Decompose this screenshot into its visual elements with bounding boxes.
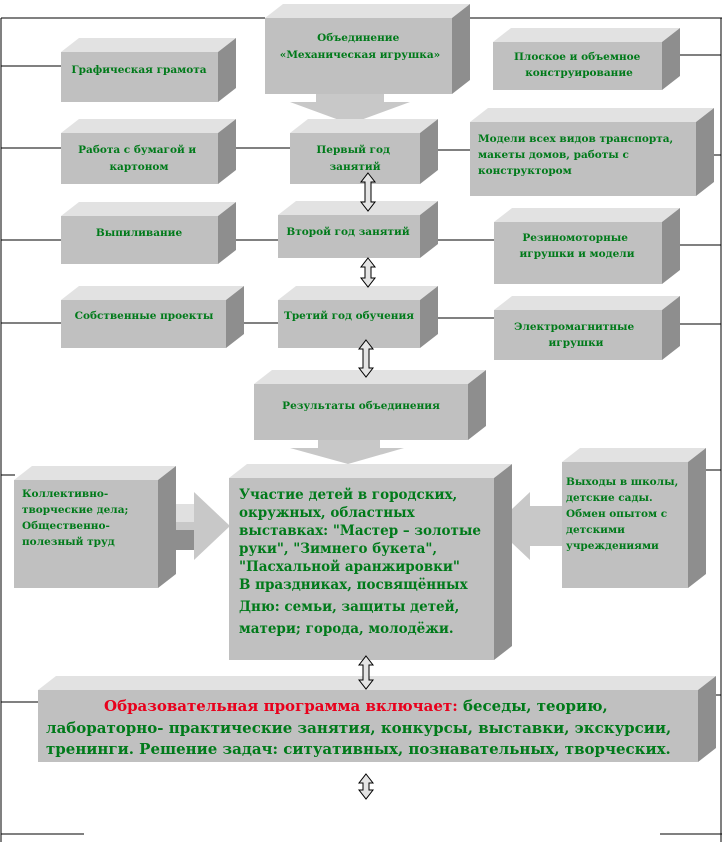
label-right2: Модели всех видов транспорта, макеты дом… bbox=[478, 133, 677, 177]
label-top-line: Объединение bbox=[317, 32, 400, 44]
label-collective-line: творческие дела; bbox=[22, 504, 128, 516]
label-right3-line: Резиномоторные bbox=[522, 232, 628, 244]
down-arrow-top bbox=[290, 94, 410, 124]
label-right2-line: конструктором bbox=[478, 165, 572, 177]
label-left4: Собственные проекты bbox=[75, 310, 214, 322]
label-bottom-prefix: Образовательная программа включает: bbox=[104, 697, 458, 715]
label-bottom-line1: беседы, теорию, bbox=[458, 697, 608, 715]
label-right3: Резиномоторные игрушки и модели bbox=[519, 232, 634, 260]
label-center: Участие детей в городских, окружных, обл… bbox=[239, 487, 486, 637]
label-collective-line: полезный труд bbox=[22, 536, 115, 548]
double-arrow-1 bbox=[359, 172, 377, 212]
down-arrow-results bbox=[290, 440, 404, 464]
label-right4-line: игрушки bbox=[549, 337, 604, 349]
double-arrow-4 bbox=[357, 655, 375, 690]
double-arrow-2 bbox=[359, 257, 377, 288]
label-year3: Третий год обучения bbox=[284, 310, 414, 322]
label-right3-line: игрушки и модели bbox=[519, 248, 634, 260]
label-center-line: Дню: семьи, защиты детей, bbox=[239, 599, 459, 615]
box-right2 bbox=[470, 108, 714, 196]
label-center-line: Участие детей в городских, bbox=[239, 487, 457, 503]
box-left4 bbox=[61, 286, 244, 348]
label-bottom: Образовательная программа включает: бесе… bbox=[46, 697, 677, 758]
label-left2-line: картоном bbox=[109, 161, 168, 173]
label-bottom-line2: лабораторно- практические занятия, конку… bbox=[46, 719, 671, 737]
box-bottom bbox=[38, 676, 716, 762]
label-right4: Электромагнитные игрушки bbox=[514, 321, 638, 349]
label-top: Объединение «Механическая игрушка» bbox=[280, 32, 440, 61]
label-top-line: «Механическая игрушка» bbox=[280, 49, 440, 61]
box-left3 bbox=[61, 202, 236, 264]
double-arrow-5 bbox=[357, 773, 375, 800]
box-results bbox=[254, 370, 486, 440]
box-schools bbox=[562, 448, 706, 588]
label-schools-line: учреждениями bbox=[566, 540, 659, 552]
arrow-left-into-center bbox=[494, 492, 562, 560]
label-right2-line: Модели всех видов транспорта, bbox=[478, 133, 673, 145]
label-schools-line: детскими bbox=[566, 524, 625, 536]
label-left3: Выпиливание bbox=[96, 227, 183, 239]
label-center-line: матери; города, молодёжи. bbox=[239, 621, 454, 637]
label-year2: Второй год занятий bbox=[286, 226, 410, 238]
label-left1: Графическая грамота bbox=[71, 64, 206, 76]
box-right1 bbox=[493, 28, 680, 90]
label-schools-line: детские сады. bbox=[566, 492, 653, 504]
box-year2 bbox=[278, 201, 438, 258]
frame-lines bbox=[0, 17, 722, 842]
label-collective-line: Общественно- bbox=[22, 520, 110, 532]
label-schools-line: Выходы в школы, bbox=[566, 476, 678, 488]
label-schools: Выходы в школы, детские сады. Обмен опыт… bbox=[566, 476, 682, 552]
label-right1-line: конструирование bbox=[525, 67, 633, 79]
label-center-line: руки", "Зимнего букета", bbox=[239, 541, 437, 557]
label-left1-line: Графическая грамота bbox=[71, 64, 206, 76]
label-left4-line: Собственные проекты bbox=[75, 310, 214, 322]
label-schools-line: Обмен опытом с bbox=[566, 508, 667, 520]
label-center-line: окружных, областных bbox=[239, 505, 416, 521]
label-year1-line: занятий bbox=[329, 161, 380, 173]
double-arrow-3 bbox=[357, 339, 375, 378]
box-top bbox=[265, 4, 470, 94]
box-right4 bbox=[494, 296, 680, 360]
label-results: Результаты объединения bbox=[282, 400, 440, 412]
box-collective bbox=[14, 466, 176, 588]
label-center-line: В праздниках, посвящённых bbox=[239, 577, 469, 593]
label-bottom-line3: тренинги. Решение задач: ситуативных, по… bbox=[46, 740, 671, 758]
label-year1-line: Первый год bbox=[316, 144, 390, 156]
label-year3-line: Третий год обучения bbox=[284, 310, 414, 322]
box-right3 bbox=[494, 208, 680, 284]
label-results-line: Результаты объединения bbox=[282, 400, 440, 412]
label-left3-line: Выпиливание bbox=[96, 227, 183, 239]
label-right2-line: макеты домов, работы с bbox=[478, 149, 629, 161]
label-right1: Плоское и объемное конструирование bbox=[514, 51, 644, 79]
label-right1-line: Плоское и объемное bbox=[514, 51, 641, 63]
label-center-line: выставках: "Мастер – золотые bbox=[239, 523, 481, 539]
label-right4-line: Электромагнитные bbox=[514, 321, 634, 333]
label-year2-line: Второй год занятий bbox=[286, 226, 410, 238]
label-collective-line: Коллективно- bbox=[22, 488, 108, 500]
box-left1 bbox=[61, 38, 236, 102]
label-left2: Работа с бумагой и картоном bbox=[78, 144, 200, 173]
label-collective: Коллективно- творческие дела; Общественн… bbox=[22, 488, 132, 548]
box-center bbox=[229, 464, 512, 660]
box-year1 bbox=[290, 119, 438, 184]
label-year1: Первый год занятий bbox=[316, 144, 393, 173]
box-left2 bbox=[61, 119, 236, 184]
label-center-line: "Пасхальной аранжировки" bbox=[239, 559, 460, 575]
box-year3 bbox=[278, 286, 438, 348]
label-left2-line: Работа с бумагой и bbox=[78, 144, 196, 156]
